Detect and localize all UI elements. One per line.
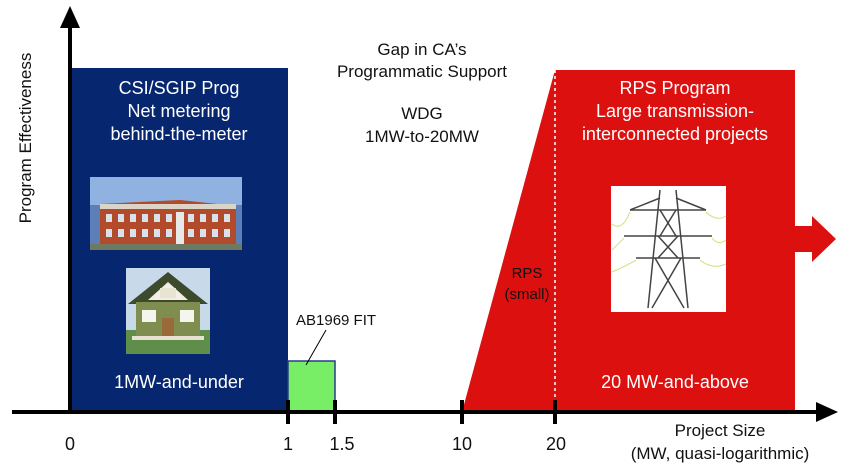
csi-title-line3: behind-the-meter bbox=[110, 124, 248, 144]
wdg-label-line2: 1MW-to-20MW bbox=[365, 127, 479, 146]
rps-size-label: 20 MW-and-above bbox=[601, 372, 749, 392]
x-axis-arrowhead bbox=[816, 402, 838, 422]
transmission-tower-image bbox=[611, 186, 727, 312]
continuation-arrow bbox=[795, 216, 836, 262]
tick-label-20: 20 bbox=[545, 434, 567, 454]
tick-label-1: 1 bbox=[282, 434, 293, 454]
tick-label-10: 10 bbox=[451, 434, 473, 454]
x-axis-label-line1: Project Size bbox=[674, 421, 766, 440]
y-axis-arrowhead bbox=[60, 6, 80, 28]
rps-title-line2: Large transmission- bbox=[595, 101, 755, 121]
commercial-building-image bbox=[90, 177, 242, 250]
ab1969-fit-block bbox=[287, 360, 336, 413]
csi-size-label: 1MW-and-under bbox=[114, 372, 244, 392]
x-axis-label-line2: (MW, quasi-logarithmic) bbox=[630, 444, 810, 463]
ab1969-label: AB1969 FIT bbox=[296, 312, 377, 329]
tick-label-0: 0 bbox=[64, 434, 75, 454]
rps-small-label-line2: (small) bbox=[504, 286, 550, 303]
y-axis-label: Program Effectiveness bbox=[16, 52, 35, 224]
csi-title-line2: Net metering bbox=[127, 101, 231, 121]
ab1969-callout-line bbox=[305, 329, 327, 366]
house-image bbox=[126, 268, 210, 354]
rps-small-region bbox=[462, 70, 555, 412]
gap-title-line1: Gap in CA’s bbox=[377, 40, 467, 59]
rps-title-line3: interconnected projects bbox=[581, 124, 769, 144]
csi-title-line1: CSI/SGIP Prog bbox=[118, 78, 240, 98]
rps-title-line1: RPS Program bbox=[619, 78, 731, 98]
gap-title-line2: Programmatic Support bbox=[336, 62, 508, 81]
rps-small-label-line1: RPS bbox=[511, 265, 543, 282]
wdg-label-line1: WDG bbox=[401, 104, 443, 123]
tick-label-1-5: 1.5 bbox=[329, 434, 355, 454]
